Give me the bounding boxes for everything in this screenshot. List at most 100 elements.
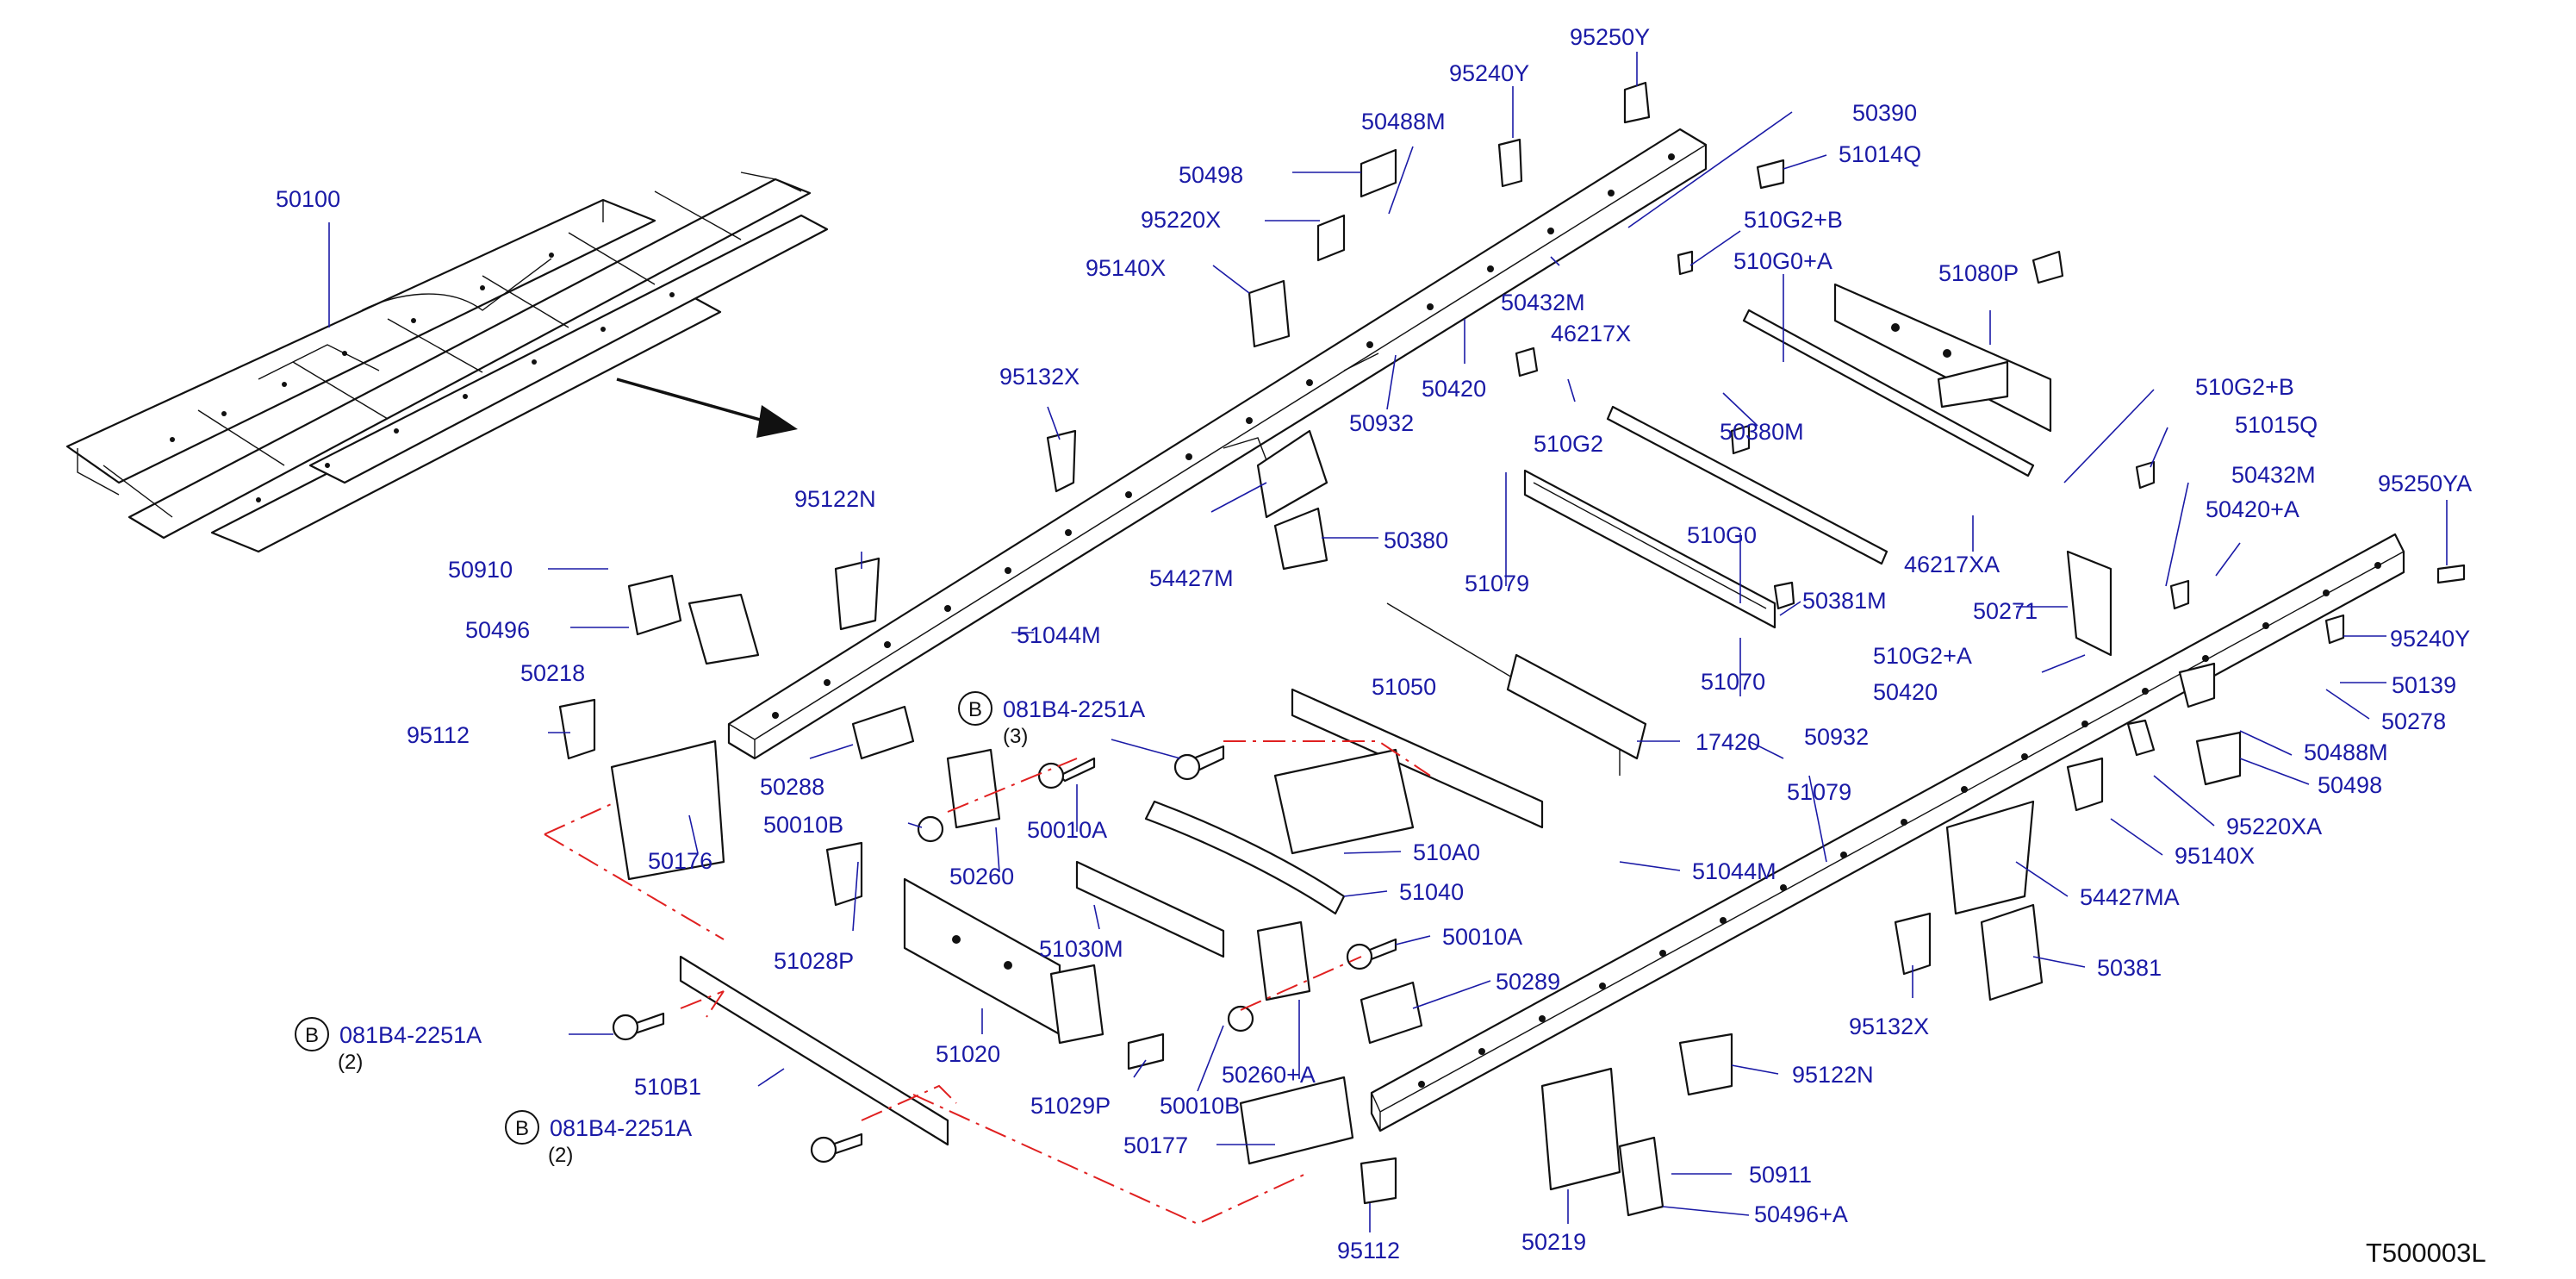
- direction-arrow-icon: [616, 377, 798, 438]
- label-50278[interactable]: 50278: [2381, 708, 2446, 734]
- label-51014Q[interactable]: 51014Q: [1839, 141, 1921, 167]
- label-50496A[interactable]: 50496+A: [1754, 1201, 1848, 1227]
- crossmember-51080P: [1833, 283, 2052, 433]
- label-95132X-a[interactable]: 95132X: [999, 364, 1080, 390]
- label-95220X[interactable]: 95220X: [1141, 207, 1221, 233]
- label-95250Y[interactable]: 95250Y: [1570, 24, 1650, 50]
- label-95220XA[interactable]: 95220XA: [2226, 814, 2322, 839]
- label-51028P[interactable]: 51028P: [774, 948, 854, 974]
- label-510G2B-a[interactable]: 510G2+B: [1744, 207, 1843, 233]
- label-510A0[interactable]: 510A0: [1413, 839, 1480, 865]
- label-50911[interactable]: 50911: [1749, 1162, 1812, 1188]
- label-50498-a[interactable]: 50498: [1179, 162, 1243, 188]
- label-50488M-a[interactable]: 50488M: [1361, 109, 1446, 134]
- label-51050[interactable]: 51050: [1372, 674, 1436, 700]
- label-50010B-a[interactable]: 50010B: [763, 812, 843, 838]
- label-46217X[interactable]: 46217X: [1551, 321, 1631, 346]
- label-50010B-b[interactable]: 50010B: [1160, 1093, 1240, 1119]
- crossmember-51030M: [1075, 860, 1225, 958]
- label-50380M[interactable]: 50380M: [1720, 419, 1804, 445]
- label-081B4-2251A-b: 081B4-2251A: [339, 1022, 482, 1048]
- qty-081B4-2251A-c: (2): [548, 1144, 573, 1167]
- label-51029P[interactable]: 51029P: [1030, 1093, 1111, 1119]
- label-510G2A[interactable]: 510G2+A: [1873, 643, 1972, 669]
- label-50289[interactable]: 50289: [1496, 969, 1560, 995]
- label-50260[interactable]: 50260: [949, 864, 1014, 889]
- brackets: [558, 81, 2466, 1217]
- label-51080P[interactable]: 51080P: [1938, 260, 2019, 286]
- label-54427MA[interactable]: 54427MA: [2080, 884, 2180, 910]
- label-510G2[interactable]: 510G2: [1534, 431, 1603, 457]
- label-51044M-b[interactable]: 51044M: [1692, 858, 1776, 884]
- label-50496[interactable]: 50496: [465, 617, 530, 643]
- bolt-callout-c[interactable]: B 081B4-2251A (2): [505, 1110, 692, 1167]
- label-95112-b[interactable]: 95112: [1337, 1238, 1400, 1263]
- label-50219[interactable]: 50219: [1521, 1229, 1586, 1255]
- label-51020[interactable]: 51020: [936, 1041, 1000, 1067]
- label-95122N-a[interactable]: 95122N: [794, 486, 876, 512]
- label-51070[interactable]: 51070: [1701, 669, 1765, 695]
- label-95140X-a[interactable]: 95140X: [1086, 255, 1166, 281]
- part-labels: 50100 50498 50488M 95240Y 95250Y 50390 5…: [276, 24, 2472, 1263]
- label-50498-b[interactable]: 50498: [2318, 772, 2382, 798]
- assembly-dash-lines: [544, 740, 1431, 1226]
- label-50260A[interactable]: 50260+A: [1222, 1062, 1316, 1088]
- label-46217XA[interactable]: 46217XA: [1904, 552, 2000, 577]
- label-50488M-b[interactable]: 50488M: [2304, 739, 2388, 765]
- label-50100[interactable]: 50100: [276, 186, 340, 212]
- label-95240Y[interactable]: 95240Y: [1449, 60, 1529, 86]
- label-54427M[interactable]: 54427M: [1149, 565, 1234, 591]
- crossmember-17420: [1506, 653, 1647, 760]
- label-50381[interactable]: 50381: [2097, 955, 2162, 981]
- label-50381M[interactable]: 50381M: [1802, 588, 1887, 614]
- bolt-callout-b[interactable]: B 081B4-2251A (2): [295, 1017, 482, 1074]
- label-50910[interactable]: 50910: [448, 557, 513, 583]
- crossmember-510G0A: [1742, 309, 2035, 477]
- label-95132X-b[interactable]: 95132X: [1849, 1014, 1929, 1039]
- label-510G0[interactable]: 510G0: [1687, 522, 1757, 548]
- label-50176[interactable]: 50176: [648, 848, 712, 874]
- label-50432M-a[interactable]: 50432M: [1501, 290, 1585, 315]
- label-50420A[interactable]: 50420+A: [2206, 496, 2299, 522]
- qty-081B4-2251A-b: (2): [338, 1051, 363, 1074]
- crossmember-510G0: [1606, 405, 1888, 565]
- label-510G0A[interactable]: 510G0+A: [1733, 248, 1832, 274]
- bolt-marker-a: B: [968, 698, 982, 721]
- label-50932-b[interactable]: 50932: [1804, 724, 1869, 750]
- label-95122N-b[interactable]: 95122N: [1792, 1062, 1874, 1088]
- bolt-marker-b: B: [305, 1024, 319, 1047]
- label-50010A-a[interactable]: 50010A: [1027, 817, 1107, 843]
- label-50432M-b[interactable]: 50432M: [2231, 462, 2316, 488]
- label-51044M-a[interactable]: 51044M: [1017, 622, 1101, 648]
- label-51015Q[interactable]: 51015Q: [2235, 412, 2318, 438]
- label-51040[interactable]: 51040: [1399, 879, 1464, 905]
- label-51030M[interactable]: 51030M: [1039, 936, 1123, 962]
- label-510B1[interactable]: 510B1: [634, 1074, 701, 1100]
- label-50271[interactable]: 50271: [1973, 598, 2038, 624]
- label-50420-b[interactable]: 50420: [1873, 679, 1938, 705]
- label-50390[interactable]: 50390: [1852, 100, 1917, 126]
- label-50380[interactable]: 50380: [1384, 527, 1448, 553]
- label-51079-a[interactable]: 51079: [1465, 571, 1529, 596]
- label-51079-b[interactable]: 51079: [1787, 779, 1851, 805]
- bolt-callout-a[interactable]: B 081B4-2251A (3): [958, 691, 1145, 748]
- bolt-icons: [612, 745, 1397, 1164]
- label-95140X-b[interactable]: 95140X: [2175, 843, 2255, 869]
- label-081B4-2251A-a: 081B4-2251A: [1003, 696, 1145, 722]
- crossmember-51070: [1523, 469, 1776, 629]
- crossmember-51040: [1144, 800, 1346, 915]
- label-95112-a[interactable]: 95112: [407, 722, 470, 748]
- label-50177[interactable]: 50177: [1123, 1132, 1188, 1158]
- crossmember-510A0: [1273, 748, 1415, 855]
- label-50932-a[interactable]: 50932: [1349, 410, 1414, 436]
- label-17420[interactable]: 17420: [1696, 729, 1760, 755]
- label-95250YA[interactable]: 95250YA: [2378, 471, 2472, 496]
- label-50010A-b[interactable]: 50010A: [1442, 924, 1522, 950]
- label-95240Y-b[interactable]: 95240Y: [2390, 626, 2470, 652]
- label-50288[interactable]: 50288: [760, 774, 824, 800]
- label-510G2B-b[interactable]: 510G2+B: [2195, 374, 2294, 400]
- label-50420[interactable]: 50420: [1422, 376, 1486, 402]
- label-50139[interactable]: 50139: [2392, 672, 2456, 698]
- label-50218[interactable]: 50218: [520, 660, 585, 686]
- bolt-marker-c: B: [515, 1117, 529, 1140]
